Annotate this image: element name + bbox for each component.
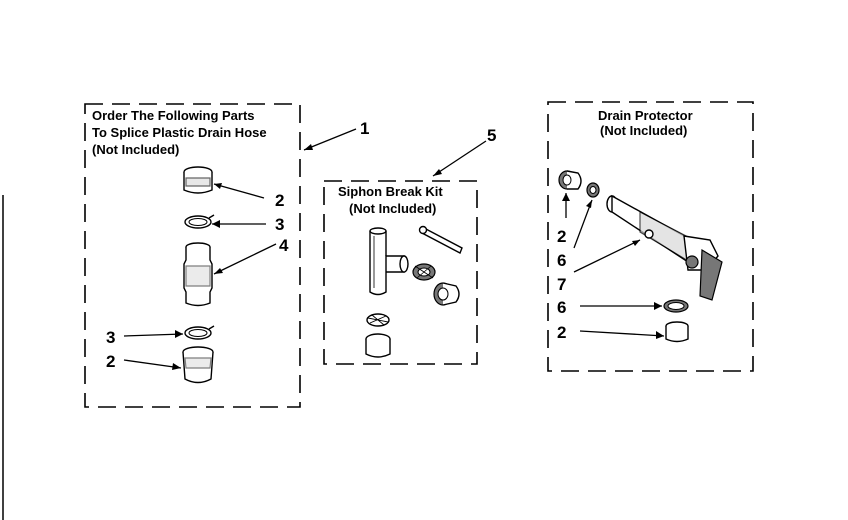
drain-box-title-line-2: (Not Included) bbox=[600, 123, 687, 138]
drain-coupling-top bbox=[558, 170, 582, 190]
siphon-box-border bbox=[323, 180, 478, 365]
siphon-box-title-line-1: Siphon Break Kit bbox=[338, 184, 443, 199]
siphon-box-title-line-2: (Not Included) bbox=[349, 201, 436, 216]
callout-splice-clamp-top: 3 bbox=[275, 215, 284, 234]
splice-box-title-line-3: (Not Included) bbox=[92, 142, 179, 157]
callout-splice-coupling-bottom: 2 bbox=[106, 352, 115, 371]
drain-box-title-line-1: Drain Protector bbox=[598, 108, 693, 123]
callout-drain-clamp-bottom: 6 bbox=[557, 298, 566, 317]
drain-coupling-bottom bbox=[665, 321, 689, 343]
callout-splice-connector: 4 bbox=[279, 236, 289, 255]
splice-parts-box: Order The Following Parts To Splice Plas… bbox=[84, 103, 301, 408]
siphon-clamp-side bbox=[412, 263, 436, 281]
siphon-coupling-side bbox=[433, 282, 460, 306]
callout-splice-clamp-bottom: 3 bbox=[106, 328, 115, 347]
hose-clamp-bottom bbox=[184, 325, 215, 340]
splice-box-title-line-2: To Splice Plastic Drain Hose bbox=[92, 125, 267, 140]
hose-coupling-top bbox=[183, 166, 213, 194]
siphon-tee-tube bbox=[369, 227, 409, 296]
siphon-break-kit-box: Siphon Break Kit (Not Included) bbox=[323, 180, 478, 365]
drain-clamp-bottom bbox=[663, 299, 689, 313]
callout-drain-protector: 7 bbox=[557, 275, 566, 294]
splice-box-title-line-1: Order The Following Parts bbox=[92, 108, 255, 123]
hose-clamp-top bbox=[184, 214, 215, 229]
hose-coupling-bottom bbox=[182, 346, 214, 384]
siphon-clamp-bottom bbox=[366, 313, 390, 327]
callout-splice-box: 1 bbox=[360, 119, 369, 138]
splice-box-border bbox=[84, 103, 301, 408]
siphon-coupling-bottom bbox=[365, 333, 391, 358]
callout-drain-clamp-top: 6 bbox=[557, 251, 566, 270]
siphon-hose-clip bbox=[418, 225, 463, 254]
callout-drain-coupling-top: 2 bbox=[557, 227, 566, 246]
drain-protector-box: Drain Protector (Not Included) bbox=[547, 101, 754, 372]
drain-clamp-top bbox=[586, 182, 600, 198]
callout-drain-coupling-bottom: 2 bbox=[557, 323, 566, 342]
callout-splice-coupling-top: 2 bbox=[275, 191, 284, 210]
drain-protector-body bbox=[606, 194, 723, 301]
hose-connector bbox=[183, 242, 213, 307]
drain-box-border bbox=[547, 101, 754, 372]
callout-siphon-box: 5 bbox=[487, 126, 496, 145]
